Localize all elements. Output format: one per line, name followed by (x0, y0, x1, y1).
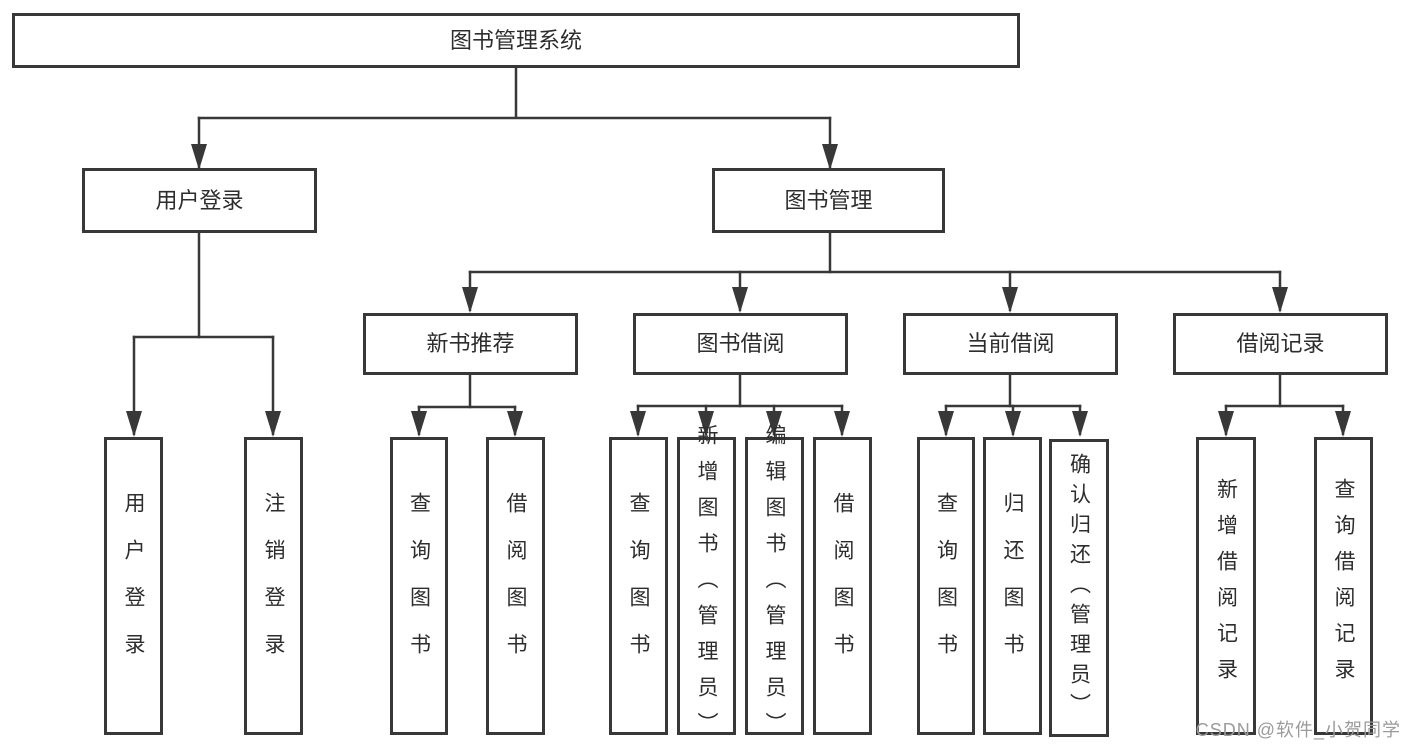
leaf-label: 查询图书 (934, 492, 958, 680)
leaf-borrow-books: 借阅图书 (813, 437, 872, 735)
leaf-query-books-recommend: 查询图书 (390, 437, 448, 735)
leaf-query-books-current: 查询图书 (917, 437, 975, 735)
leaf-label: 确认归还（管理员） (1067, 453, 1091, 723)
csdn-watermark: CSDN @软件_小贺同学 (1195, 720, 1401, 740)
leaf-query-books-borrow: 查询图书 (609, 437, 668, 735)
node-book-management: 图书管理 (712, 168, 945, 233)
leaf-label: 新增借阅记录 (1214, 478, 1238, 694)
leaf-label: 编辑图书（管理员） (763, 424, 786, 747)
leaf-label: 用户登录 (122, 492, 145, 680)
leaf-label: 借阅图书 (504, 492, 527, 680)
node-current-borrowing: 当前借阅 (903, 313, 1118, 375)
node-user-login: 用户登录 (82, 168, 317, 233)
node-library-management-system: 图书管理系统 (12, 13, 1020, 68)
leaf-label: 查询图书 (627, 492, 650, 680)
leaf-user-login: 用户登录 (104, 437, 163, 735)
leaf-edit-books-admin: 编辑图书（管理员） (745, 424, 804, 747)
node-new-book-recommendation: 新书推荐 (363, 313, 578, 375)
leaf-label: 查询借阅记录 (1332, 478, 1355, 694)
node-book-borrowing: 图书借阅 (633, 313, 848, 375)
leaf-label: 归还图书 (1001, 492, 1024, 680)
leaf-borrow-books-recommend: 借阅图书 (486, 437, 545, 735)
node-borrowing-records: 借阅记录 (1173, 313, 1388, 375)
leaf-label: 注销登录 (262, 492, 285, 680)
leaf-query-borrow-record: 查询借阅记录 (1314, 437, 1373, 735)
leaf-confirm-return-admin: 确认归还（管理员） (1049, 439, 1109, 737)
leaf-label: 查询图书 (407, 492, 431, 680)
leaf-return-books: 归还图书 (983, 437, 1042, 735)
leaf-label: 借阅图书 (831, 492, 854, 680)
leaf-label: 新增图书（管理员） (695, 424, 718, 747)
leaf-add-books-admin: 新增图书（管理员） (677, 424, 736, 747)
leaf-logout: 注销登录 (244, 437, 303, 735)
leaf-add-borrow-record: 新增借阅记录 (1196, 437, 1256, 735)
